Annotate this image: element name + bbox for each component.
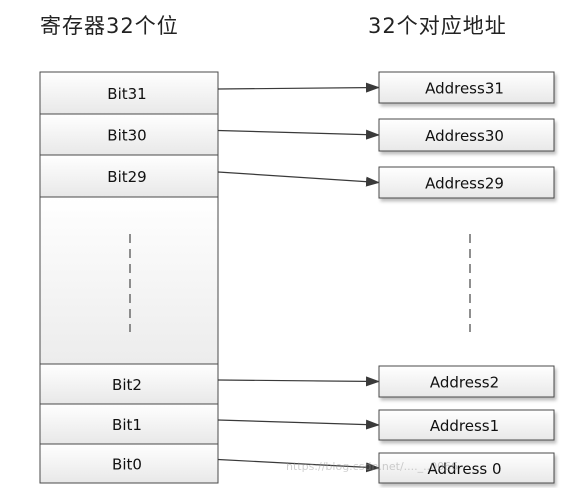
register-cell-label: Bit2: [112, 376, 142, 394]
address-box: [378, 118, 555, 152]
register-cell-label: Bit29: [107, 168, 146, 186]
address-label: Address30: [425, 127, 504, 145]
mapping-arrow: [217, 171, 380, 187]
address-box: [378, 409, 555, 441]
mapping-arrow: [217, 458, 380, 473]
address-label: Address2: [430, 374, 499, 392]
mapping-arrow: [217, 129, 380, 140]
register-cell-bit29: [39, 154, 219, 198]
register-cell-bit1: [39, 403, 219, 445]
mapping-arrow: [217, 376, 380, 387]
register-cell-bit0: [39, 443, 219, 484]
mapping-arrow: [217, 419, 380, 430]
address-label: Address29: [425, 175, 504, 193]
address-label: Address31: [425, 80, 504, 98]
address-box: [378, 365, 555, 398]
address-box: [378, 71, 555, 104]
address-label: Address1: [430, 417, 499, 435]
register-cell-bit2: [39, 363, 219, 405]
address-box: [378, 166, 555, 199]
register-gap-cell: [39, 196, 219, 365]
register-cell-bit30: [39, 113, 219, 156]
address-box: [378, 452, 555, 484]
register-cell-label: Bit30: [107, 127, 146, 145]
register-cell-label: Bit31: [107, 85, 146, 103]
mapping-arrow: [217, 82, 380, 93]
register-cell-label: Bit1: [112, 416, 142, 434]
watermark-text: https://blog.csdn.net/...._..0066: [286, 460, 459, 473]
register-bits-title: 寄存器32个位: [40, 14, 179, 38]
register-cell-label: Bit0: [112, 456, 142, 474]
address-label: Address 0: [427, 460, 501, 478]
addresses-title: 32个对应地址: [368, 14, 507, 38]
